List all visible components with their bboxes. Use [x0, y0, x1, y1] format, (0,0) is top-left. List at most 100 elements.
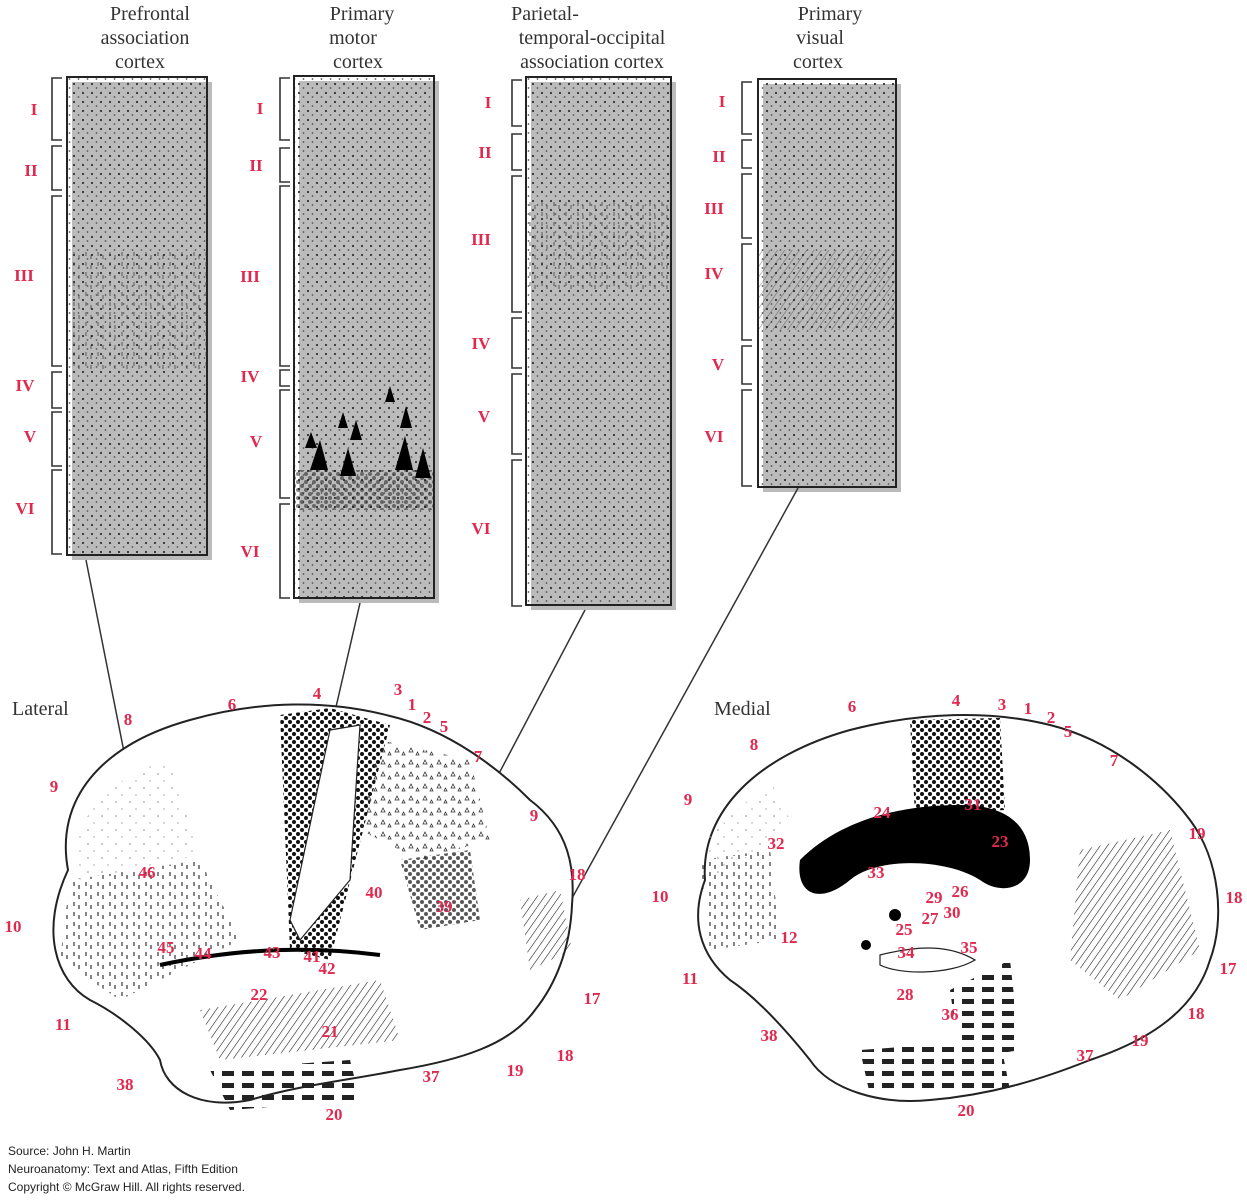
medial-frontal-pole-region	[700, 850, 780, 950]
medial-area-31: 31	[965, 795, 982, 814]
col4-title-line3: cortex	[793, 51, 843, 73]
medial-thalamus-region	[879, 947, 977, 973]
col2-layer-i: I	[257, 99, 264, 118]
source-line-1: Source: John H. Martin	[8, 1144, 131, 1158]
lateral-area-10: 10	[5, 917, 22, 936]
lateral-inferior-temporal-region	[210, 1060, 360, 1110]
col3-title-line3: association cortex	[520, 51, 664, 73]
col3-panel	[525, 76, 672, 606]
col4-layer-v: V	[712, 355, 725, 374]
lateral-area-4: 4	[313, 684, 322, 703]
medial-area-35: 35	[961, 938, 978, 957]
medial-area-25: 25	[896, 920, 913, 939]
lateral-area-labels: 4 3 1 2 5 6 8 7 9 46 9 40 39 18 10 45 44…	[5, 680, 602, 1124]
medial-anterior-commissure	[889, 909, 901, 921]
medial-area-28: 28	[897, 985, 914, 1004]
col2-layer-iv: IV	[241, 367, 261, 386]
medial-area-19-lower: 19	[1132, 1031, 1149, 1050]
col4-layer-i: I	[719, 92, 726, 111]
col2-panel	[293, 75, 435, 599]
lateral-area-20: 20	[326, 1105, 343, 1124]
lateral-brain	[52, 703, 574, 1110]
medial-area-1: 1	[1024, 699, 1033, 718]
col1-title-line1: Prefrontal	[110, 3, 190, 25]
medial-area-10: 10	[652, 887, 669, 906]
col3-layer-vi: VI	[472, 519, 491, 538]
col1-layer-iii: III	[14, 266, 34, 285]
lateral-area-17: 17	[584, 989, 602, 1008]
lateral-area-45: 45	[158, 938, 175, 957]
col4-layer-iii: III	[704, 199, 724, 218]
medial-area-labels: 4 3 1 2 5 6 8 7 9 24 31 32 23 19 33 29 2…	[652, 691, 1243, 1120]
lateral-sylvian-fissure	[159, 947, 381, 967]
col3-dense-band	[526, 200, 671, 290]
col1-layer-i: I	[31, 100, 38, 119]
lateral-area-40: 40	[366, 883, 383, 902]
lateral-area-1: 1	[408, 695, 417, 714]
lateral-temporal-region	[200, 980, 400, 1060]
col3-layer-v: V	[478, 407, 491, 426]
col4-layer-vi: VI	[705, 427, 724, 446]
lateral-occipital-region	[520, 890, 572, 970]
medial-area-8: 8	[750, 735, 759, 754]
col1-layer-iv: IV	[16, 376, 36, 395]
medial-area-26: 26	[952, 882, 969, 901]
column-panels	[66, 75, 901, 610]
lateral-area-18-lower: 18	[557, 1046, 574, 1065]
medial-area-38: 38	[761, 1026, 778, 1045]
medial-area-12: 12	[781, 928, 798, 947]
col2-title-line3: cortex	[333, 51, 383, 73]
medial-area-18-upper: 18	[1226, 888, 1243, 907]
medial-area-29: 29	[926, 888, 943, 907]
betz-cells	[305, 386, 431, 478]
lateral-area-43: 43	[264, 943, 281, 962]
medial-brain	[697, 714, 1220, 1102]
lateral-area-39: 39	[436, 897, 453, 916]
lateral-central-sulcus-band	[289, 724, 361, 942]
medial-area-34: 34	[898, 943, 916, 962]
medial-area-9: 9	[684, 790, 693, 809]
corpus-callosum	[799, 805, 1030, 894]
col2-layer-v: V	[250, 432, 263, 451]
medial-area-20: 20	[958, 1101, 975, 1120]
medial-area-17: 17	[1220, 959, 1238, 978]
col4-striate-band	[758, 250, 896, 330]
lateral-area-19: 19	[507, 1061, 524, 1080]
col2-layer-iii: III	[240, 267, 260, 286]
medial-area-5: 5	[1064, 722, 1073, 741]
medial-area-33: 33	[868, 863, 885, 882]
medial-area-11: 11	[682, 969, 698, 988]
col1-dense-band	[67, 250, 207, 370]
col4-title-line2: visual	[796, 27, 844, 49]
medial-area-6: 6	[848, 697, 857, 716]
lateral-area-18-upper: 18	[569, 865, 586, 884]
medial-area-7: 7	[1110, 751, 1119, 770]
lateral-area-5: 5	[440, 717, 449, 736]
col2-layer-ii: II	[249, 156, 263, 175]
col2-title-line2: motor	[329, 27, 377, 49]
lateral-area-11: 11	[55, 1015, 71, 1034]
col1-title-line3: cortex	[115, 51, 165, 73]
medial-area-19-upper: 19	[1189, 824, 1206, 843]
medial-area-3: 3	[998, 695, 1007, 714]
medial-outline	[697, 714, 1220, 1102]
col1-layer-ii: II	[24, 161, 38, 180]
lateral-area-41: 41	[304, 947, 321, 966]
col4-layer-iv: IV	[705, 264, 725, 283]
col4-layer-ii: II	[712, 147, 726, 166]
medial-fornix-dot	[861, 940, 871, 950]
medial-motor-region	[910, 718, 1005, 815]
column-titles: Prefrontal association cortex Primary mo…	[101, 3, 863, 73]
lateral-area-9: 9	[50, 777, 59, 796]
col3-layer-i: I	[485, 93, 492, 112]
lateral-area-37: 37	[423, 1067, 441, 1086]
layer-labels: I II III IV V VI I II III IV V VI I II I…	[14, 92, 726, 561]
col2-title-line1: Primary	[330, 3, 394, 25]
medial-area-36: 36	[942, 1005, 959, 1024]
lateral-area-7: 7	[474, 747, 483, 766]
lateral-area-9-posterior: 9	[530, 806, 539, 825]
lateral-area-44: 44	[195, 944, 213, 963]
col3-title-line2: temporal-occipital	[519, 27, 666, 49]
col1-layer-v: V	[24, 427, 37, 446]
